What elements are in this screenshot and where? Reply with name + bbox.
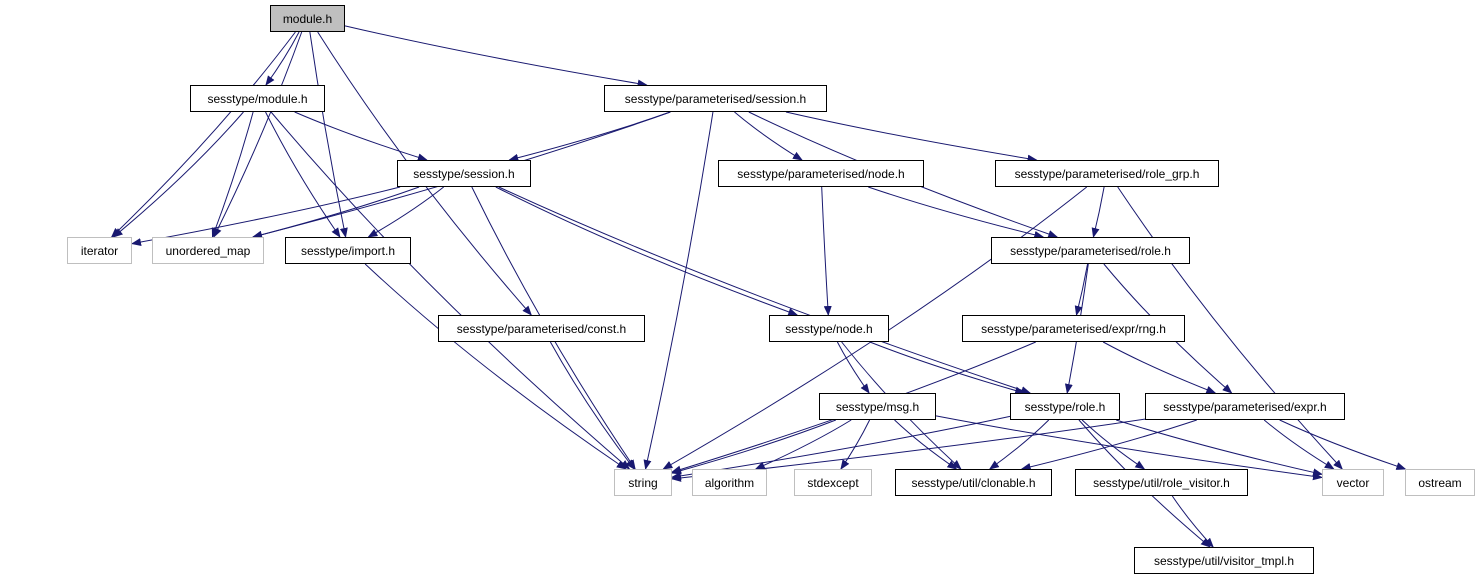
node-sesstype-session-h[interactable]: sesstype/session.h — [397, 160, 531, 187]
node-iterator[interactable]: iterator — [67, 237, 132, 264]
edge-node-h-to-msg-h — [836, 341, 870, 394]
edge-sesstype-module-h-to-unordered-map — [211, 111, 254, 238]
edge-session-h-to-unordered-map — [251, 186, 420, 239]
edge-role-visitor-h-to-visitor-tmpl-h — [1171, 495, 1214, 548]
edge-role-h-to-vector — [1116, 419, 1323, 477]
edge-role-h-to-role-visitor-h — [1081, 419, 1146, 470]
node-parameterised-role-h[interactable]: sesstype/parameterised/role.h — [991, 237, 1190, 264]
node-parameterised-expr-h[interactable]: sesstype/parameterised/expr.h — [1145, 393, 1345, 420]
node-stdexcept[interactable]: stdexcept — [794, 469, 872, 496]
edge-param-role-h-to-param-expr-rng-h — [1074, 263, 1089, 316]
edge-sesstype-module-h-to-string — [270, 111, 631, 470]
edge-msg-h-to-algorithm — [754, 419, 852, 470]
edge-module-h-to-import-h — [309, 31, 348, 238]
node-vector[interactable]: vector — [1322, 469, 1384, 496]
edge-param-role-grp-h-to-vector — [1117, 186, 1343, 470]
edge-node-h-to-role-h — [869, 341, 1026, 395]
edge-module-h-to-sesstype-module-h — [265, 31, 300, 86]
edge-param-expr-rng-h-to-param-expr-h — [1102, 341, 1217, 394]
edge-session-h-to-import-h — [367, 186, 444, 238]
edge-param-expr-h-to-vector — [1263, 419, 1335, 470]
node-parameterised-expr-rng-h[interactable]: sesstype/parameterised/expr/rng.h — [962, 315, 1185, 342]
edge-sesstype-module-h-to-session-h — [294, 111, 428, 162]
edge-sesstype-module-h-to-iterator — [112, 111, 244, 238]
edge-param-session-h-to-param-node-h — [734, 111, 803, 161]
edge-param-expr-h-to-ostream — [1279, 419, 1407, 470]
node-parameterised-session-h[interactable]: sesstype/parameterised/session.h — [604, 85, 827, 112]
node-algorithm[interactable]: algorithm — [692, 469, 767, 496]
edge-param-const-h-to-string — [549, 341, 635, 470]
edge-param-role-grp-h-to-string — [662, 186, 1088, 470]
node-sesstype-util-role-visitor-h[interactable]: sesstype/util/role_visitor.h — [1075, 469, 1248, 496]
edge-import-h-to-string — [364, 263, 627, 470]
edge-module-h-to-param-session-h — [344, 25, 648, 88]
node-sesstype-module-h[interactable]: sesstype/module.h — [190, 85, 325, 112]
edge-session-h-to-role-h — [498, 186, 1032, 394]
node-parameterised-role-grp-h[interactable]: sesstype/parameterised/role_grp.h — [995, 160, 1219, 187]
edge-msg-h-to-stdexcept — [840, 419, 871, 470]
edge-param-session-h-to-param-role-grp-h — [785, 111, 1038, 163]
edge-param-session-h-to-session-h — [508, 111, 671, 162]
edge-session-h-to-node-h — [495, 186, 799, 316]
node-ostream[interactable]: ostream — [1405, 469, 1475, 496]
node-module-h[interactable]: module.h — [270, 5, 345, 32]
edge-msg-h-to-clonable-h — [894, 419, 958, 470]
edge-param-node-h-to-node-h — [821, 186, 832, 316]
node-parameterised-const-h[interactable]: sesstype/parameterised/const.h — [438, 315, 645, 342]
node-sesstype-util-clonable-h[interactable]: sesstype/util/clonable.h — [895, 469, 1052, 496]
node-sesstype-import-h[interactable]: sesstype/import.h — [285, 237, 411, 264]
node-sesstype-msg-h[interactable]: sesstype/msg.h — [819, 393, 936, 420]
node-sesstype-node-h[interactable]: sesstype/node.h — [769, 315, 889, 342]
edge-session-h-to-iterator — [131, 186, 401, 246]
node-string[interactable]: string — [614, 469, 672, 496]
edge-param-node-h-to-param-role-h — [868, 186, 1045, 239]
node-sesstype-util-visitor-tmpl-h[interactable]: sesstype/util/visitor_tmpl.h — [1134, 547, 1314, 574]
edge-msg-h-to-string — [671, 419, 837, 475]
edge-module-h-to-unordered-map — [213, 31, 303, 238]
edge-module-h-to-iterator — [110, 31, 296, 238]
node-parameterised-node-h[interactable]: sesstype/parameterised/node.h — [718, 160, 924, 187]
edge-sesstype-module-h-to-import-h — [265, 111, 341, 238]
edge-param-role-grp-h-to-param-role-h — [1091, 186, 1105, 238]
edge-param-expr-h-to-clonable-h — [1020, 419, 1197, 471]
edge-param-session-h-to-string — [643, 111, 714, 470]
node-unordered-map[interactable]: unordered_map — [152, 237, 264, 264]
node-sesstype-role-h[interactable]: sesstype/role.h — [1010, 393, 1120, 420]
edge-role-h-to-clonable-h — [988, 419, 1050, 470]
